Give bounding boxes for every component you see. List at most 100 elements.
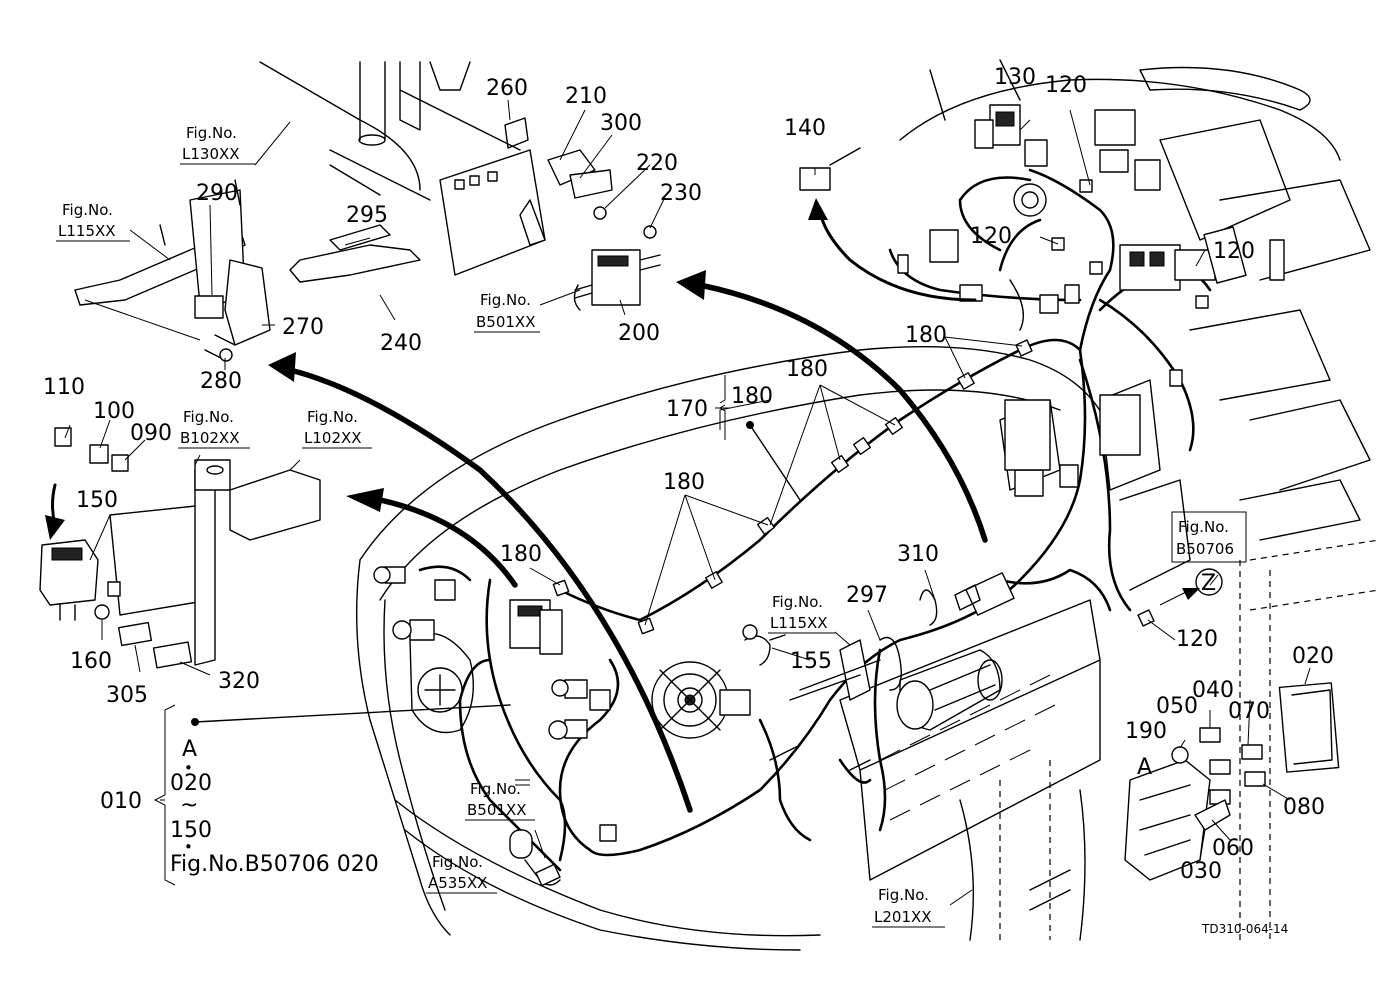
label-130: 130 [994, 65, 1036, 90]
view-marker-z: Z [1195, 568, 1223, 596]
svg-text:Fig.No.: Fig.No. [772, 593, 823, 611]
fig-ref-l102: Fig.No. L102XX [302, 408, 372, 449]
relay-bracket-assembly [74, 179, 271, 362]
front-relay-unit [509, 599, 563, 655]
fig-ref-a535: Fig.No. A535XX [426, 853, 497, 894]
fig-ref-b50706: Fig.No. B50706 [1171, 511, 1247, 563]
frame-slots [879, 674, 1056, 821]
label-030: 030 [1180, 859, 1222, 884]
label-155: 155 [790, 649, 832, 674]
label-120-c: 120 [1213, 239, 1255, 264]
label-120-a: 120 [1045, 73, 1087, 98]
svg-text:Fig.No.: Fig.No. [470, 780, 521, 798]
fuse-box-detail [1124, 682, 1340, 881]
svg-text:L130XX: L130XX [182, 145, 240, 163]
label-110: 110 [43, 375, 85, 400]
tractor-body-linework [259, 59, 1379, 951]
label-150: 150 [76, 488, 118, 513]
legend-dot-2: • [184, 838, 193, 856]
label-080: 080 [1283, 795, 1325, 820]
label-190: 190 [1125, 719, 1167, 744]
svg-text:Fig.No.: Fig.No. [432, 853, 483, 871]
figure-references: Fig.No. L130XX Fig.No. L115XX Fig.No. B5… [56, 124, 1247, 928]
label-180-b: 180 [786, 357, 828, 382]
label-170: 170 [666, 397, 708, 422]
starter-motor [896, 649, 1003, 731]
label-297: 297 [846, 583, 888, 608]
label-010: 010 [100, 789, 142, 814]
legend-brace [153, 704, 176, 886]
fig-ref-b501-top: Fig.No. B501XX [474, 291, 540, 333]
legend-marker-a: A [182, 737, 197, 762]
label-160: 160 [70, 649, 112, 674]
svg-text:L102XX: L102XX [304, 429, 362, 447]
label-280: 280 [200, 369, 242, 394]
label-180-a: 180 [731, 384, 773, 409]
fig-ref-l130: Fig.No. L130XX [180, 124, 255, 165]
label-020: 020 [1292, 644, 1334, 669]
label-240: 240 [380, 331, 422, 356]
label-040: 040 [1192, 678, 1234, 703]
label-090: 090 [130, 421, 172, 446]
label-050: 050 [1156, 694, 1198, 719]
svg-text:Fig.No.: Fig.No. [186, 124, 237, 142]
label-320: 320 [218, 669, 260, 694]
svg-text:Fig.No.: Fig.No. [62, 201, 113, 219]
svg-text:L201XX: L201XX [874, 908, 932, 926]
connector-140 [799, 147, 861, 191]
label-140: 140 [784, 116, 826, 141]
part-labels: 010 020 030 040 050 060 070 080 090 100 … [43, 65, 1334, 884]
alternator [651, 661, 751, 739]
label-120-b: 120 [970, 224, 1012, 249]
panel-bracket-assembly [289, 89, 657, 283]
svg-text:B501XX: B501XX [476, 313, 535, 331]
label-060: 060 [1212, 836, 1254, 861]
label-200: 200 [618, 321, 660, 346]
legend-tilde: ~ [180, 793, 198, 818]
label-180-c: 180 [905, 323, 947, 348]
label-260: 260 [486, 76, 528, 101]
label-310: 310 [897, 542, 939, 567]
label-270: 270 [282, 315, 324, 340]
solenoid-200 [573, 249, 661, 311]
svg-text:Fig.No.: Fig.No. [878, 886, 929, 904]
label-120-d: 120 [1176, 627, 1218, 652]
fuse-relay-assembly-left [39, 427, 321, 669]
legend-010: A • 020 ~ 150 • Fig.No.B50706 020 [170, 737, 379, 877]
legend-footnote: Fig.No.B50706 020 [170, 852, 379, 877]
harness-clips [552, 179, 1209, 635]
label-300: 300 [600, 111, 642, 136]
svg-text:Fig.No.: Fig.No. [480, 291, 531, 309]
legend-dot-1: • [184, 759, 193, 777]
label-100: 100 [93, 399, 135, 424]
leader-lines [64, 99, 1311, 906]
label-220: 220 [636, 151, 678, 176]
svg-text:A535XX: A535XX [428, 874, 487, 892]
legend-range-from: 020 [170, 771, 212, 796]
headlight-bulbs [373, 566, 617, 842]
svg-text:Fig.No.: Fig.No. [183, 408, 234, 426]
detail-marker-a: A [1137, 755, 1152, 780]
label-290: 290 [196, 181, 238, 206]
legend-range-to: 150 [170, 818, 212, 843]
label-295: 295 [346, 203, 388, 228]
fig-ref-b501-bottom: Fig.No. B501XX [465, 779, 535, 821]
label-070: 070 [1228, 699, 1270, 724]
direction-arrows [45, 198, 988, 813]
dashboard-connector-cluster [897, 104, 1285, 497]
bulb-a535 [509, 829, 561, 887]
label-210: 210 [565, 84, 607, 109]
svg-text:Z: Z [1201, 571, 1216, 596]
fig-ref-b102: Fig.No. B102XX [178, 408, 250, 449]
label-230: 230 [660, 181, 702, 206]
svg-text:B102XX: B102XX [180, 429, 239, 447]
fig-ref-l201: Fig.No. L201XX [872, 886, 945, 928]
label-305: 305 [106, 683, 148, 708]
svg-text:L115XX: L115XX [770, 614, 828, 632]
svg-text:Fig.No.: Fig.No. [307, 408, 358, 426]
fig-ref-l115-mid: Fig.No. L115XX [768, 593, 835, 634]
svg-text:Fig.No.: Fig.No. [1178, 518, 1229, 536]
svg-text:B501XX: B501XX [467, 801, 526, 819]
label-180-e: 180 [500, 542, 542, 567]
